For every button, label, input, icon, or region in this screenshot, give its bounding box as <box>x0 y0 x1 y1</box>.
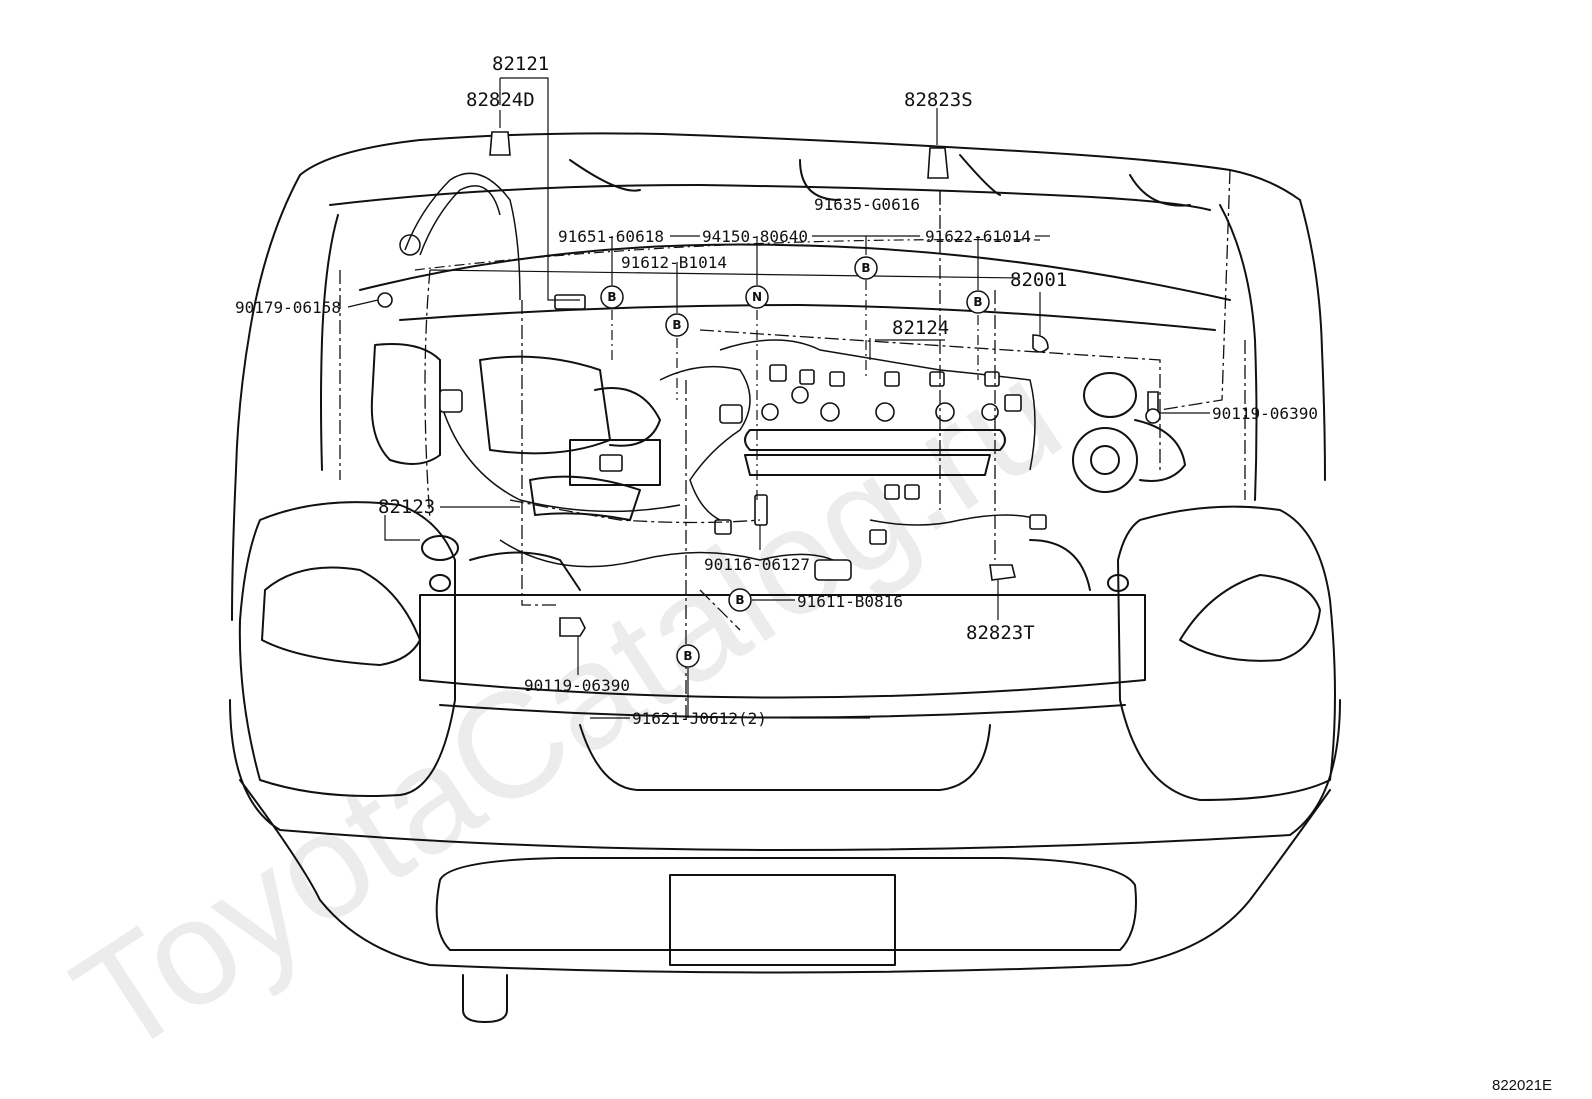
callout-leaders <box>347 77 1210 719</box>
harness-routing <box>339 169 1246 720</box>
label-82823T: 82823T <box>966 622 1035 644</box>
diagram-reference: 822021E <box>1492 1077 1552 1094</box>
label-82121: 82121 <box>492 53 549 75</box>
svg-text:B: B <box>672 318 681 332</box>
harness-connectors <box>439 294 1047 581</box>
label-91651-60618: 91651-60618 <box>558 227 664 246</box>
bolt-badge-b-91622: B <box>966 290 990 314</box>
bolt-90119-06390-left <box>559 617 586 637</box>
label-91612-B1014: 91612-B1014 <box>621 253 727 272</box>
clip-82824D <box>489 131 511 156</box>
label-91622-61014: 91622-61014 <box>925 227 1031 246</box>
clip-90179-06158 <box>377 292 393 308</box>
clamp-82001 <box>1032 334 1049 353</box>
car-body-outline <box>229 132 1341 1023</box>
bolt-badge-b-91651: B <box>600 285 624 309</box>
clip-82823S <box>927 147 949 179</box>
bolt-badge-b-91621: B <box>676 644 700 668</box>
bolt-badge-b-91612: B <box>665 313 689 337</box>
label-91635-G0616: 91635-G0616 <box>814 195 920 214</box>
svg-text:B: B <box>735 593 744 607</box>
label-91611-B0816: 91611-B0816 <box>797 592 903 611</box>
label-82824D: 82824D <box>466 89 535 111</box>
label-82123: 82123 <box>378 496 435 518</box>
bolt-badge-b-91611: B <box>728 588 752 612</box>
label-91621-J0612: 91621-J0612(2) <box>632 709 767 728</box>
fasteners <box>377 131 1161 637</box>
clip-82823T <box>989 564 1016 581</box>
svg-text:B: B <box>973 295 982 309</box>
label-90179-06158: 90179-06158 <box>235 298 341 317</box>
label-90119-06390-left: 90119-06390 <box>524 676 630 695</box>
label-90116-06127: 90116-06127 <box>704 555 810 574</box>
svg-text:N: N <box>752 290 762 304</box>
svg-text:B: B <box>683 649 692 663</box>
label-82823S: 82823S <box>904 89 973 111</box>
watermark: ToyotaCatalog.ru <box>46 328 1089 1087</box>
nut-badge-n-94150: N <box>745 285 769 309</box>
label-82124: 82124 <box>892 317 949 339</box>
label-90119-06390-right: 90119-06390 <box>1212 404 1318 423</box>
label-82001: 82001 <box>1010 269 1067 291</box>
label-94150-80640: 94150-80640 <box>702 227 808 246</box>
bolt-badge-b-91635: B <box>854 256 878 280</box>
svg-text:B: B <box>607 290 616 304</box>
svg-text:B: B <box>861 261 870 275</box>
part-labels: 82121 82824D 82823S 91635-G0616 91651-60… <box>235 53 1318 728</box>
